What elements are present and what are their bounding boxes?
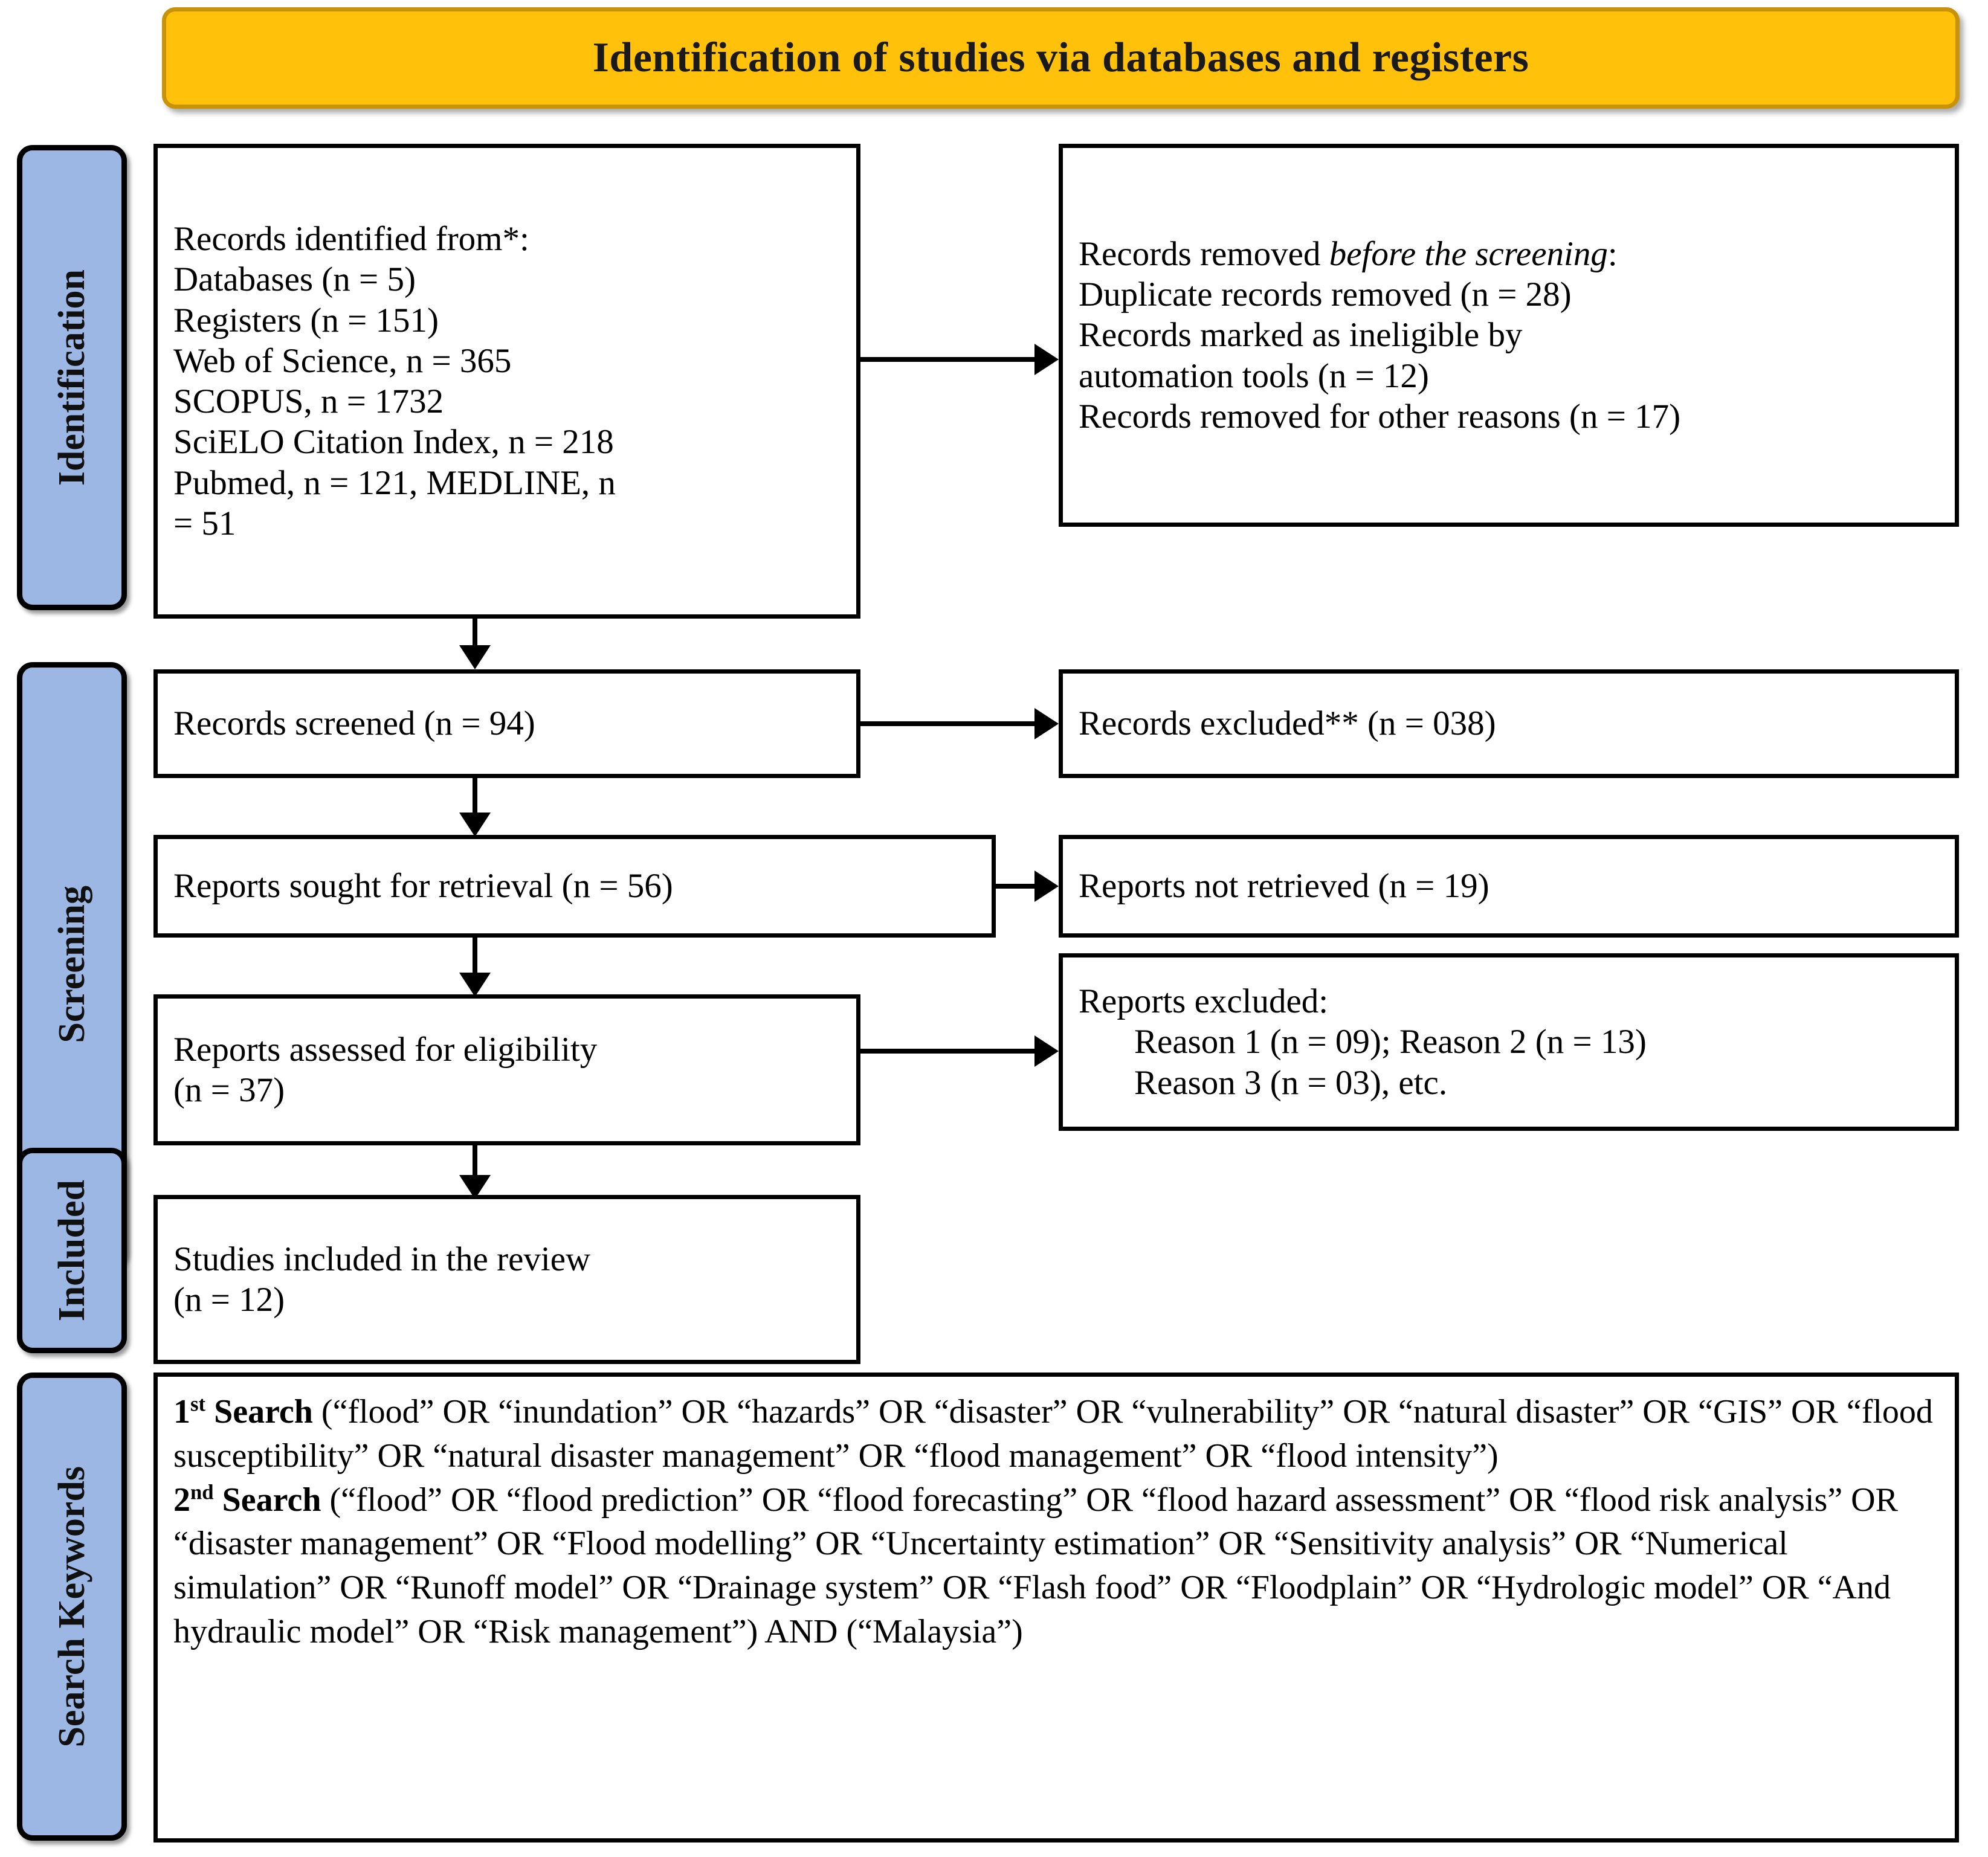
search2-label: 2 (173, 1481, 190, 1519)
stage-tab-search-keywords: Search Keywords (17, 1373, 127, 1841)
stage-tab-included: Included (17, 1148, 127, 1353)
box-records-screened: Records screened (n = 94) (153, 669, 860, 778)
stage-tab-included-label: Included (51, 1179, 92, 1322)
box-records-identified: Records identified from*: Databases (n =… (153, 144, 860, 619)
records-identified-line-8: = 51 (173, 504, 236, 542)
box-search-keywords: 1st Search (“flood” OR “inundation” OR “… (153, 1373, 1959, 1843)
search1-label: 1 (173, 1393, 190, 1431)
records-removed-line-5: Records removed for other reasons (n = 1… (1079, 397, 1681, 436)
box-reports-not-retrieved: Reports not retrieved (n = 19) (1059, 835, 1959, 938)
records-removed-italic: before the screening (1329, 234, 1608, 273)
records-removed-line-4: automation tools (n = 12) (1079, 356, 1429, 395)
reports-assessed-line-2: (n = 37) (173, 1071, 285, 1109)
records-removed-line-2: Duplicate records removed (n = 28) (1079, 275, 1572, 314)
search2-body: (“flood” OR “flood prediction” OR “flood… (173, 1481, 1898, 1650)
connector-identified-to-screened (473, 619, 477, 656)
reports-sought-text: Reports sought for retrieval (n = 56) (173, 867, 673, 906)
stage-tab-search-keywords-label: Search Keywords (51, 1466, 92, 1748)
search2-word: Search (213, 1481, 330, 1519)
search2-superscript: nd (190, 1479, 214, 1504)
connector-assessed-to-included (473, 1145, 477, 1184)
connector-sought-to-not-retrieved (996, 884, 1036, 889)
search1-superscript: st (190, 1392, 206, 1416)
box-reports-excluded-reasons: Reports excluded: Reason 1 (n = 09); Rea… (1059, 953, 1959, 1131)
arrowhead-screened-to-sought (459, 813, 491, 837)
reports-excluded-line-2: Reason 1 (n = 09); Reason 2 (n = 13) (1134, 1023, 1647, 1061)
box-studies-included: Studies included in the review (n = 12) (153, 1195, 860, 1364)
stage-tab-screening-label: Screening (51, 885, 92, 1043)
connector-screened-to-excluded (860, 721, 1036, 726)
arrowhead-identified-to-removed (1034, 344, 1059, 375)
records-screened-text: Records screened (n = 94) (173, 704, 535, 743)
arrowhead-sought-to-not-retrieved (1034, 871, 1059, 902)
connector-assessed-to-excluded (860, 1049, 1036, 1054)
records-identified-line-7: Pubmed, n = 121, MEDLINE, n (173, 463, 616, 502)
reports-excluded-line-3: Reason 3 (n = 03), etc. (1134, 1063, 1448, 1102)
records-identified-line-6: SciELO Citation Index, n = 218 (173, 423, 614, 462)
arrowhead-assessed-to-excluded (1034, 1035, 1059, 1067)
stage-tab-identification: Identification (17, 145, 127, 610)
records-removed-line-3: Records marked as ineligible by (1079, 316, 1523, 355)
connector-sought-to-assessed (473, 938, 477, 981)
box-reports-assessed: Reports assessed for eligibility (n = 37… (153, 994, 860, 1145)
search-keywords-search2: 2nd Search (“flood” OR “flood prediction… (173, 1478, 1939, 1654)
arrowhead-identified-to-screened (459, 645, 491, 669)
reports-excluded-line-1: Reports excluded: (1079, 982, 1329, 1021)
records-identified-line-2: Databases (n = 5) (173, 260, 416, 299)
studies-included-line-1: Studies included in the review (173, 1240, 591, 1278)
records-identified-line-3: Registers (n = 151) (173, 301, 439, 340)
header-banner: Identification of studies via databases … (162, 7, 1960, 109)
arrowhead-screened-to-excluded (1034, 708, 1059, 739)
reports-not-retrieved-text: Reports not retrieved (n = 19) (1079, 867, 1489, 906)
connector-screened-to-sought (473, 778, 477, 822)
stage-tab-identification-label: Identification (51, 269, 92, 486)
box-records-excluded: Records excluded** (n = 038) (1059, 669, 1959, 778)
records-removed-suffix: : (1607, 234, 1618, 273)
box-records-removed: Records removed before the screening: Du… (1059, 144, 1959, 527)
records-removed-prefix: Records removed (1079, 234, 1329, 273)
records-identified-line-1: Records identified from*: (173, 220, 529, 258)
search-keywords-search1: 1st Search (“flood” OR “inundation” OR “… (173, 1390, 1939, 1478)
search1-word: Search (205, 1393, 321, 1431)
reports-assessed-line-1: Reports assessed for eligibility (173, 1030, 598, 1069)
records-identified-line-4: Web of Science, n = 365 (173, 341, 512, 380)
connector-identified-to-removed (860, 357, 1036, 362)
studies-included-line-2: (n = 12) (173, 1281, 285, 1319)
arrowhead-sought-to-assessed (459, 973, 491, 997)
search1-body: (“flood” OR “inundation” OR “hazards” OR… (173, 1393, 1933, 1475)
records-excluded-text: Records excluded** (n = 038) (1079, 704, 1496, 743)
box-reports-sought: Reports sought for retrieval (n = 56) (153, 835, 996, 938)
records-identified-line-5: SCOPUS, n = 1732 (173, 382, 444, 420)
page-title: Identification of studies via databases … (592, 34, 1529, 81)
records-removed-line-1: Records removed before the screening: (1079, 234, 1939, 274)
